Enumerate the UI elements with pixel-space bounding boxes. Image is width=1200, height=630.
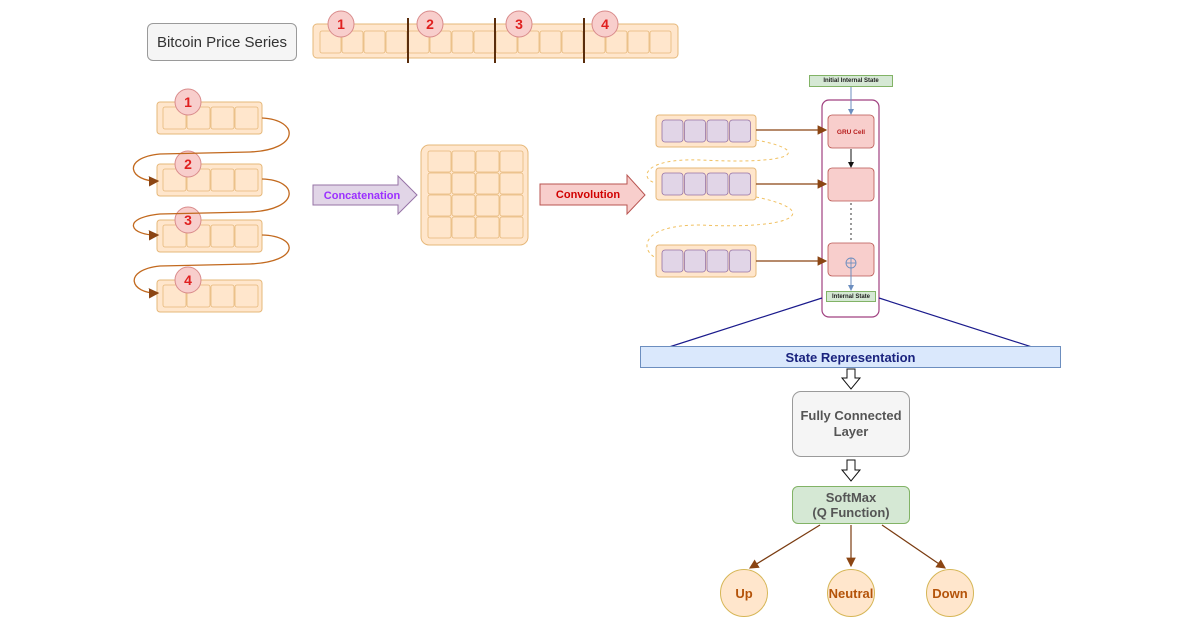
- matrix-cell: [475, 172, 500, 195]
- concatenated-matrix: [420, 144, 529, 246]
- feature-cell: [706, 172, 729, 196]
- price-cell: [210, 168, 235, 192]
- feature-cell: [729, 119, 751, 143]
- row-badge-2: 2: [174, 150, 202, 178]
- feature-row-2: [655, 167, 757, 201]
- price-cell: [451, 30, 474, 54]
- gru-cell: [827, 167, 875, 202]
- feature-row-3: [655, 244, 757, 278]
- feature-cell: [706, 249, 729, 273]
- price-cell: [210, 106, 235, 130]
- matrix-cell: [451, 216, 476, 239]
- price-series-strip: 1 2 3 4: [312, 10, 679, 63]
- feature-cell: [661, 172, 684, 196]
- output-down-node: Down: [926, 569, 974, 617]
- internal-state-tag: Internal State: [826, 291, 876, 302]
- matrix-cell: [475, 216, 500, 239]
- matrix-cell: [427, 172, 452, 195]
- state-representation-bar: State Representation: [640, 346, 1061, 368]
- concatenation-arrow: Concatenation: [312, 174, 418, 216]
- bitcoin-price-series-label: Bitcoin Price Series: [147, 23, 297, 61]
- concatenation-label: Concatenation: [324, 190, 401, 202]
- output-arrow: [881, 524, 946, 569]
- price-cell: [649, 30, 672, 54]
- price-row-2: 2: [156, 150, 263, 197]
- feature-cell: [684, 119, 706, 143]
- svg-text:2: 2: [184, 156, 192, 172]
- convolution-label: Convolution: [556, 189, 620, 201]
- svg-text:2: 2: [426, 16, 434, 32]
- price-cell: [385, 30, 408, 54]
- output-up-node: Up: [720, 569, 768, 617]
- price-cell: [539, 30, 562, 54]
- initial-internal-state-tag: Initial Internal State: [809, 75, 893, 87]
- matrix-cell: [451, 194, 476, 217]
- snake-connector: [132, 178, 290, 241]
- price-cell: [561, 30, 584, 54]
- matrix-cell: [499, 216, 524, 239]
- dashed-connector: [646, 196, 794, 259]
- feature-row-1: [655, 114, 757, 148]
- output-arrow: [748, 524, 821, 569]
- segment-badge-2: 2: [416, 10, 444, 38]
- price-cell: [363, 30, 386, 54]
- svg-text:1: 1: [337, 16, 345, 32]
- feature-cell: [706, 119, 729, 143]
- segment-badge-1: 1: [327, 10, 355, 38]
- price-cell: [234, 224, 259, 248]
- output-neutral-node: Neutral: [827, 569, 875, 617]
- hollow-down-arrow: [840, 459, 862, 482]
- feature-cell: [684, 249, 706, 273]
- segment-badge-4: 4: [591, 10, 619, 38]
- matrix-cell: [499, 172, 524, 195]
- softmax-q-function-box: SoftMax (Q Function): [792, 486, 910, 524]
- feature-cell: [661, 119, 684, 143]
- feature-rows: [655, 114, 757, 278]
- matrix-cell: [475, 150, 500, 173]
- convolution-arrow: Convolution: [539, 173, 646, 216]
- price-row-1: 1: [156, 88, 263, 135]
- svg-text:4: 4: [601, 16, 609, 32]
- gru-column: GRU Cell: [821, 87, 880, 318]
- split-rows: 1 2 3 4: [156, 88, 263, 313]
- feature-cell: [661, 249, 684, 273]
- feature-cell: [729, 249, 751, 273]
- price-cell: [210, 224, 235, 248]
- price-row-3: 3: [156, 206, 263, 253]
- svg-text:4: 4: [184, 272, 192, 288]
- matrix-cell: [451, 172, 476, 195]
- price-cell: [473, 30, 496, 54]
- feature-cell: [684, 172, 706, 196]
- price-row-4: 4: [156, 266, 263, 313]
- matrix-cell: [427, 194, 452, 217]
- price-cell: [234, 284, 259, 308]
- snake-connector: [133, 234, 290, 299]
- price-cell: [234, 106, 259, 130]
- matrix-cell: [499, 194, 524, 217]
- hollow-down-arrow: [840, 368, 862, 390]
- matrix-cell: [427, 216, 452, 239]
- svg-text:3: 3: [515, 16, 523, 32]
- snake-connector: [132, 117, 290, 187]
- row-badge-1: 1: [174, 88, 202, 116]
- feature-cell: [729, 172, 751, 196]
- row-badge-4: 4: [174, 266, 202, 294]
- matrix-cell: [451, 150, 476, 173]
- gru-cell: [827, 114, 875, 149]
- matrix-cell: [427, 150, 452, 173]
- matrix-cell: [475, 194, 500, 217]
- svg-text:1: 1: [184, 94, 192, 110]
- price-cell: [627, 30, 650, 54]
- price-cell: [234, 168, 259, 192]
- price-cell: [210, 284, 235, 308]
- svg-text:3: 3: [184, 212, 192, 228]
- matrix-cell: [499, 150, 524, 173]
- fully-connected-layer-box: Fully Connected Layer: [792, 391, 910, 457]
- row-badge-3: 3: [174, 206, 202, 234]
- gru-cell-label: GRU Cell: [837, 129, 865, 136]
- segment-badge-3: 3: [505, 10, 533, 38]
